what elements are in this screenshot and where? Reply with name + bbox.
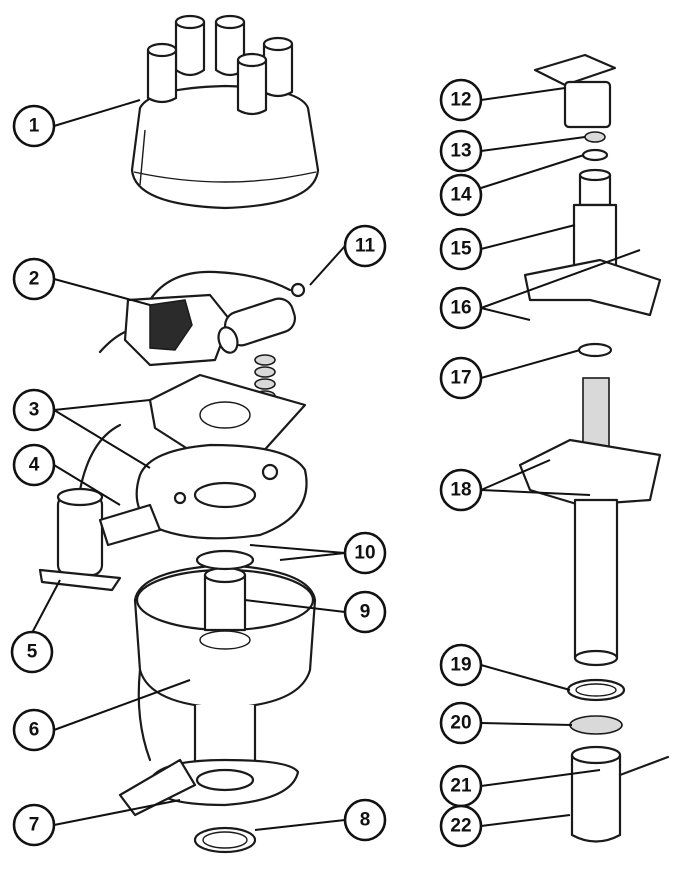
callout-20: 20 [439,701,483,745]
callout-15: 15 [439,227,483,271]
svg-text:6: 6 [29,720,40,741]
callout-11: 11 [343,224,387,268]
leader-lines [31,87,641,831]
callout-5: 5 [10,630,54,674]
callout-3: 3 [12,388,56,432]
callout-6: 6 [12,708,56,752]
callout-1: 1 [12,104,56,148]
callout-18: 18 [439,468,483,512]
callout-2: 2 [12,257,56,301]
callout-21: 21 [439,764,483,808]
svg-text:11: 11 [355,236,376,257]
svg-text:14: 14 [450,185,472,206]
callout-9: 9 [343,590,387,634]
breaker-and-condenser-drawing [98,270,306,402]
svg-text:19: 19 [450,655,471,676]
callout-12: 12 [439,78,483,122]
distributor-housing-drawing [118,549,317,854]
svg-text:7: 7 [29,815,40,836]
callout-13: 13 [439,129,483,173]
svg-text:3: 3 [29,400,40,421]
distributor-cap-drawing [130,14,320,210]
svg-text:13: 13 [450,141,471,162]
svg-text:15: 15 [450,239,472,260]
rotor-and-shaft-drawing [518,53,670,843]
callout-22: 22 [439,804,483,848]
svg-text:12: 12 [450,90,471,111]
callout-7: 7 [12,803,56,847]
svg-text:17: 17 [450,368,471,389]
svg-text:21: 21 [450,776,472,797]
callout-17: 17 [439,356,483,400]
svg-text:22: 22 [450,816,471,837]
svg-text:2: 2 [29,269,40,290]
breaker-plates-drawing [135,373,308,540]
svg-text:18: 18 [450,480,471,501]
vacuum-advance-drawing [38,423,162,592]
svg-text:9: 9 [360,602,371,623]
callout-16: 16 [439,286,483,330]
svg-text:5: 5 [27,642,38,663]
svg-text:10: 10 [354,543,375,564]
callout-8: 8 [343,798,387,842]
svg-text:20: 20 [450,713,471,734]
svg-text:8: 8 [360,810,371,831]
svg-text:1: 1 [29,116,40,137]
callout-10: 10 [343,531,387,575]
svg-text:16: 16 [450,298,471,319]
callout-14: 14 [439,173,483,217]
svg-text:4: 4 [29,455,40,476]
callout-19: 19 [439,643,483,687]
callout-4: 4 [12,443,56,487]
